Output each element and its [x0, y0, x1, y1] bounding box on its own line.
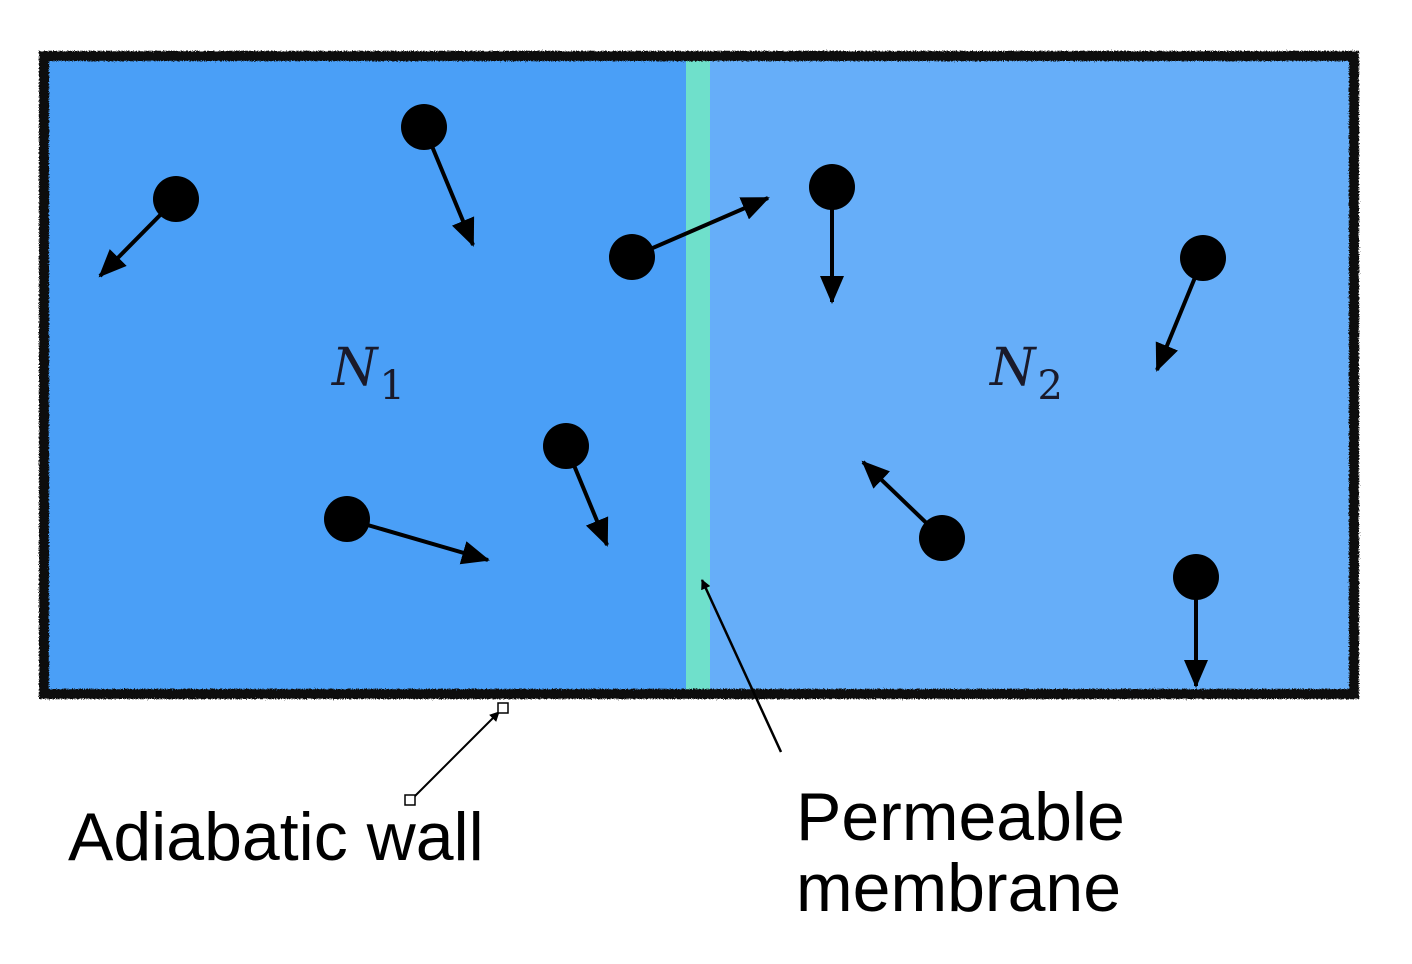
chamber-1-particle-count: N1 — [332, 342, 405, 406]
velocity-arrow — [631, 196, 770, 259]
permeable-membrane-label: Permeable membrane — [796, 779, 1125, 927]
particles — [98, 104, 1226, 688]
particle — [809, 164, 855, 304]
particle — [401, 104, 475, 247]
adiabatic-wall — [39, 51, 1359, 699]
velocity-arrow — [346, 517, 490, 565]
particle-dot — [919, 515, 965, 561]
particle — [609, 196, 770, 280]
n1-subscript: 1 — [379, 363, 405, 409]
particle — [1155, 235, 1226, 372]
particle — [543, 423, 609, 547]
wall-leader-handle-start — [404, 794, 416, 806]
membrane-label-line-2: membrane — [796, 850, 1122, 927]
particle-dot — [1180, 235, 1226, 281]
membrane-label-line-1: Permeable — [796, 779, 1125, 855]
n1-symbol: N — [332, 338, 378, 398]
particle-dot — [401, 104, 447, 150]
particle-dot — [153, 176, 199, 222]
adiabatic-wall-label: Adiabatic wall — [68, 799, 484, 875]
membrane-leader-line — [700, 579, 783, 753]
left-chamber — [46, 58, 688, 692]
particle-dot — [324, 496, 370, 542]
n2-symbol: N — [990, 338, 1036, 398]
right-chamber — [710, 58, 1352, 692]
wall-leader-line — [410, 711, 500, 801]
chamber-2-particle-count: N2 — [990, 342, 1063, 406]
wall-leader-handle-end — [497, 702, 509, 714]
particle-dot — [1173, 554, 1219, 600]
wall-callout — [404, 702, 509, 806]
particle — [98, 176, 199, 278]
particle-dot — [809, 164, 855, 210]
particle — [1173, 554, 1219, 688]
particle — [324, 496, 490, 565]
particle — [861, 460, 965, 561]
n2-subscript: 2 — [1037, 363, 1063, 409]
particle-dot — [609, 234, 655, 280]
permeable-membrane — [686, 58, 710, 692]
particle-dot — [543, 423, 589, 469]
